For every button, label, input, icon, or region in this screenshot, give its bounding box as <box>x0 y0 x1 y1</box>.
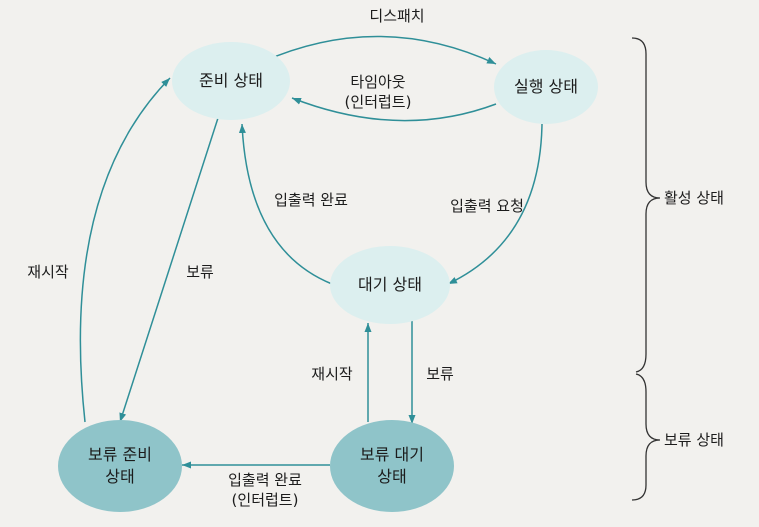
suspend-left-label: 보류 <box>186 263 214 281</box>
waiting-state-label: 대기 상태 <box>358 275 422 294</box>
suspended-waiting-state-node: 보류 대기 상태 <box>330 420 454 512</box>
suspended-ready-label-line2: 상태 <box>105 467 135 486</box>
suspend-center-label: 보류 <box>426 365 454 383</box>
suspended-group-label: 보류 상태 <box>664 431 724 449</box>
dispatch-arrow <box>261 35 497 65</box>
io-request-label: 입출력 요청 <box>450 197 524 215</box>
resume-left-label: 재시작 <box>27 263 69 281</box>
resume-center-label: 재시작 <box>311 365 353 383</box>
suspended-waiting-label-line1: 보류 대기 <box>360 445 424 464</box>
timeout-arrow <box>291 97 497 122</box>
active-group-bracket <box>631 37 661 373</box>
io-complete-bottom-label: 입출력 완료 (인터럽트) <box>210 470 320 510</box>
suspended-ready-label-line1: 보류 준비 <box>88 445 152 464</box>
io-complete-label: 입출력 완료 <box>274 191 348 209</box>
active-group-label: 활성 상태 <box>664 189 724 207</box>
io-complete-arrow <box>238 123 333 285</box>
dispatch-label: 디스패치 <box>369 7 425 25</box>
timeout-label-line2: (인터럽트) <box>344 93 412 111</box>
resume-left-arrow <box>79 77 171 423</box>
timeout-label: 타임아웃 (인터럽트) <box>326 72 430 112</box>
running-state-label: 실행 상태 <box>514 77 578 96</box>
io-complete-bottom-label-line2: (인터럽트) <box>231 491 299 509</box>
suspended-group-bracket <box>631 373 661 501</box>
ready-state-node: 준비 상태 <box>172 42 290 120</box>
suspended-waiting-label-line2: 상태 <box>377 467 407 486</box>
waiting-state-node: 대기 상태 <box>330 246 450 324</box>
io-complete-bottom-label-line1: 입출력 완료 <box>228 471 302 489</box>
io-request-arrow <box>447 123 543 285</box>
running-state-node: 실행 상태 <box>494 50 598 124</box>
ready-state-label: 준비 상태 <box>199 71 263 90</box>
suspended-ready-state-node: 보류 준비 상태 <box>58 420 182 512</box>
suspend-left-arrow <box>119 117 219 423</box>
timeout-label-line1: 타임아웃 <box>350 73 406 91</box>
